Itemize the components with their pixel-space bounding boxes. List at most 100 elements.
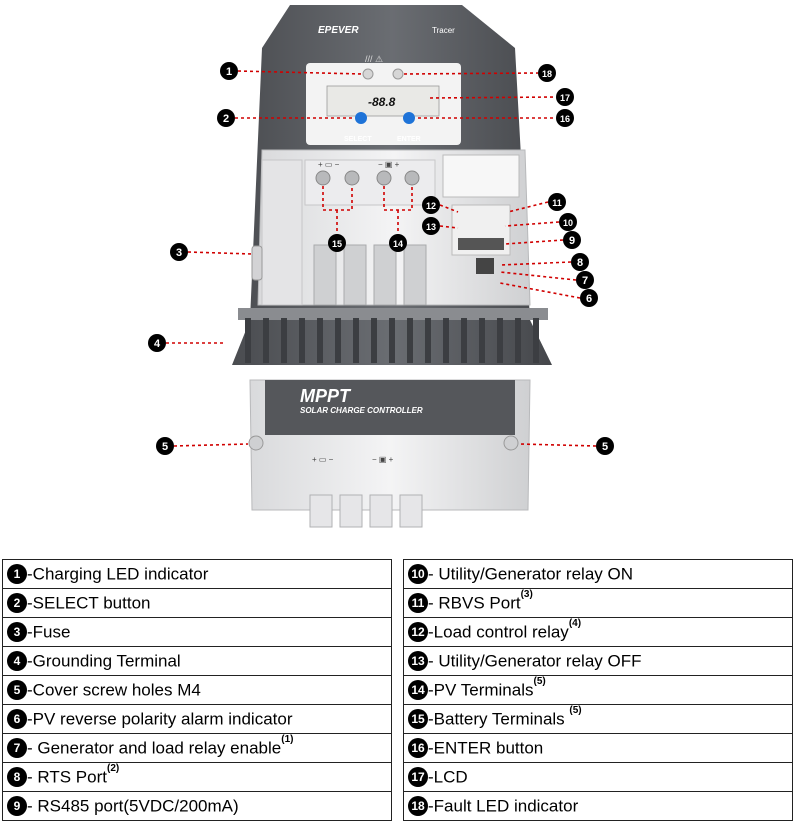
battery-terminal-pos (315, 170, 331, 186)
cover-piece: MPPT SOLAR CHARGE CONTROLLER + ▭ − − ▣ + (248, 379, 531, 528)
legend-note: (4) (568, 618, 582, 629)
select-label: SELECT (344, 136, 372, 143)
legend-label: -Grounding Terminal (27, 651, 181, 671)
legend-number: 10 (408, 564, 428, 584)
callout-7: 7 (576, 271, 594, 289)
cover-title: MPPT (300, 386, 352, 406)
rts-port (476, 258, 494, 274)
legend-label: -Fuse (27, 622, 71, 642)
cover-screw-hole-right (503, 435, 519, 451)
cover-screw-hole-left (248, 435, 264, 451)
terminal-housing: + ▭ − − ▣ + (251, 149, 531, 306)
legend-number: 9 (7, 796, 27, 816)
led-icon-glyphs: /// ⚠ (365, 54, 383, 64)
svg-text:11: 11 (552, 198, 562, 208)
legend-item: 12-Load control relay(4) (403, 617, 793, 647)
callout-18: 18 (538, 64, 556, 82)
legend-number: 16 (408, 738, 428, 758)
pv-terminal-pos (404, 170, 420, 186)
select-button[interactable] (355, 112, 367, 124)
callout-5-left: 5 (156, 437, 174, 455)
legend-number: 13 (408, 651, 428, 671)
legend-item: 13- Utility/Generator relay OFF (403, 646, 793, 676)
legend-number: 17 (408, 767, 428, 787)
callout-17: 17 (556, 88, 574, 106)
fault-led (392, 68, 404, 80)
svg-text:16: 16 (560, 114, 570, 124)
legend-right: 10- Utility/Generator relay ON 11- RBVS … (403, 559, 793, 821)
svg-text:15: 15 (332, 239, 342, 249)
legend-number: 6 (7, 709, 27, 729)
svg-text:5: 5 (602, 441, 608, 453)
callout-6: 6 (580, 289, 598, 307)
legend-number: 4 (7, 651, 27, 671)
legend-item: 17-LCD (403, 762, 793, 792)
charging-led (362, 68, 374, 80)
callout-15: 15 (328, 234, 346, 252)
legend-item: 7- Generator and load relay enable(1) (2, 733, 392, 763)
svg-text:2: 2 (223, 113, 229, 125)
callout-3: 3 (170, 243, 188, 261)
heatsink-fins (238, 308, 548, 363)
svg-text:10: 10 (563, 218, 573, 228)
callout-1: 1 (220, 62, 238, 80)
callout-5-right: 5 (596, 437, 614, 455)
legend-label: - Utility/Generator relay ON (428, 564, 633, 584)
legend-number: 8 (7, 767, 27, 787)
legend-item: 2-SELECT button (2, 588, 392, 618)
legend-item: 14-PV Terminals(5) (403, 675, 793, 705)
enter-button[interactable] (403, 112, 415, 124)
callout-9: 9 (563, 231, 581, 249)
legend-label: - Utility/Generator relay OFF (428, 651, 642, 671)
legend-item: 10- Utility/Generator relay ON (403, 559, 793, 589)
svg-text:1: 1 (226, 66, 232, 78)
callout-11: 11 (548, 193, 566, 211)
legend-number: 7 (7, 738, 27, 758)
legend-left: 1-Charging LED indicator 2-SELECT button… (2, 559, 392, 821)
legend-note: (5) (569, 705, 582, 716)
legend-item: 4-Grounding Terminal (2, 646, 392, 676)
legend-label: -PV reverse polarity alarm indicator (27, 709, 293, 729)
svg-text:5: 5 (162, 441, 168, 453)
legend-item: 16-ENTER button (403, 733, 793, 763)
svg-text:7: 7 (582, 275, 588, 287)
callout-8: 8 (571, 253, 589, 271)
callout-2: 2 (217, 109, 235, 127)
legend-note: (2) (106, 763, 120, 774)
brand-logo: EPEVER (318, 25, 359, 36)
legend-number: 1 (7, 564, 27, 584)
legend-note: (5) (533, 676, 546, 687)
legend-item: 9- RS485 port(5VDC/200mA) (2, 791, 392, 821)
pv-polarity-glyphs: − ▣ + (378, 160, 400, 169)
svg-text:9: 9 (569, 235, 575, 247)
legend-number: 14 (408, 680, 428, 700)
legend-item: 3-Fuse (2, 617, 392, 647)
legend-number: 5 (7, 680, 27, 700)
legend-item: 1-Charging LED indicator (2, 559, 392, 589)
legend-number: 11 (408, 593, 428, 613)
svg-text:3: 3 (176, 247, 182, 259)
svg-text:8: 8 (577, 257, 583, 269)
legend-item: 5-Cover screw holes M4 (2, 675, 392, 705)
legend-label: -Cover screw holes M4 (27, 680, 201, 700)
callout-12: 12 (422, 196, 440, 214)
callout-badges: 1 2 3 4 5 5 6 7 8 9 10 11 12 13 14 15 16… (148, 62, 614, 455)
fuse (251, 245, 263, 281)
legend-item: 8- RTS Port(2) (2, 762, 392, 792)
lcd-readout: -88.8 (368, 95, 396, 109)
legend-label: - RS485 port(5VDC/200mA) (27, 796, 239, 816)
legend-label: - Generator and load relay enable (27, 738, 282, 758)
leader-lines (166, 70, 597, 447)
svg-text:18: 18 (542, 69, 552, 79)
pv-terminal-neg (376, 170, 392, 186)
legend-note: (1) (281, 734, 294, 745)
enter-label: ENTER (397, 136, 421, 143)
battery-terminal-neg (344, 170, 360, 186)
rs485-port (458, 238, 504, 250)
svg-text:17: 17 (560, 93, 570, 103)
svg-text:12: 12 (426, 201, 436, 211)
legend-label: -ENTER button (428, 738, 544, 758)
legend-note: (3) (520, 589, 533, 600)
legend-label: -Fault LED indicator (428, 796, 579, 816)
legend-number: 18 (408, 796, 428, 816)
